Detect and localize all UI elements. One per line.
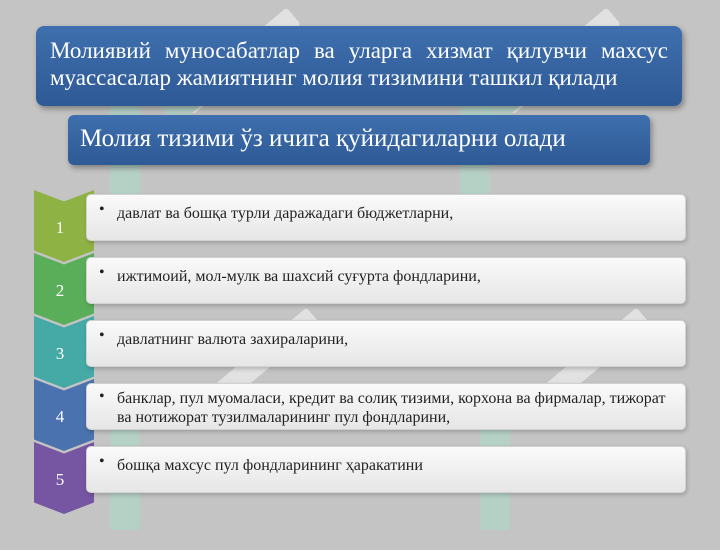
- number-chevron: 2: [34, 253, 94, 325]
- item-text: банклар, пул муомаласи, кредит ва солиқ …: [117, 390, 666, 426]
- item-box: • ижтимоий, мол-мулк ва шахсий суғурта ф…: [86, 257, 686, 304]
- bullet-icon: •: [99, 327, 105, 344]
- item-text: давлатнинг валюта захираларини,: [117, 331, 349, 348]
- item-text: давлат ва бошқа турли даражадаги бюджетл…: [117, 205, 454, 222]
- slide-title: Молиявий муносабатлар ва уларга хизмат қ…: [36, 26, 682, 106]
- item-number: 4: [55, 407, 65, 426]
- slide-subtitle: Молия тизими ўз ичига қуйидагиларни олад…: [68, 115, 650, 165]
- bullet-icon: •: [99, 264, 105, 281]
- number-chevron: 1: [34, 190, 94, 262]
- item-box: • банклар, пул муомаласи, кредит ва соли…: [86, 383, 686, 430]
- item-text: ижтимоий, мол-мулк ва шахсий суғурта фон…: [117, 268, 481, 285]
- item-text: бошқа махсус пул фондларининг ҳаракатини: [117, 457, 423, 474]
- item-box: • бошқа махсус пул фондларининг ҳаракати…: [86, 446, 686, 493]
- item-number: 2: [55, 281, 65, 300]
- item-number: 1: [55, 218, 65, 237]
- number-chevron: 4: [34, 379, 94, 451]
- item-box: • давлатнинг валюта захираларини,: [86, 320, 686, 367]
- item-box: • давлат ва бошқа турли даражадаги бюдже…: [86, 194, 686, 241]
- list-item: 5 • бошқа махсус пул фондларининг ҳарака…: [34, 442, 686, 514]
- item-number: 5: [55, 470, 65, 489]
- number-chevron: 3: [34, 316, 94, 388]
- item-number: 3: [55, 344, 65, 363]
- list-item: 2 • ижтимоий, мол-мулк ва шахсий суғурта…: [34, 253, 686, 325]
- list-item: 1 • давлат ва бошқа турли даражадаги бюд…: [34, 190, 686, 262]
- bullet-icon: •: [99, 201, 105, 218]
- bullet-icon: •: [99, 453, 105, 470]
- list-item: 3 • давлатнинг валюта захираларини,: [34, 316, 686, 388]
- list-item: 4 • банклар, пул муомаласи, кредит ва со…: [34, 379, 686, 451]
- number-chevron: 5: [34, 442, 94, 514]
- bullet-icon: •: [99, 388, 105, 405]
